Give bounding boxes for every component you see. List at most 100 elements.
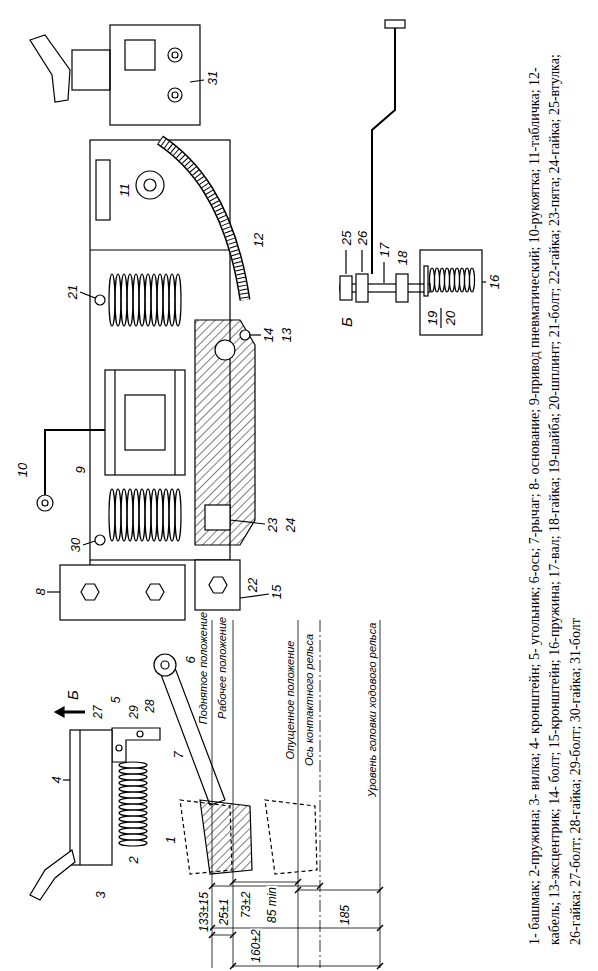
base-plate — [47, 591, 60, 592]
top-handle — [30, 35, 110, 102]
coil-spring — [109, 274, 115, 326]
dimension-value: 25±1 — [218, 898, 230, 927]
terminal-block — [125, 40, 155, 70]
dimension-line — [377, 963, 383, 969]
callout-number: 24 — [284, 517, 297, 533]
coil-spring — [119, 804, 147, 810]
callout-number: 5 — [110, 696, 122, 705]
coil-spring — [119, 810, 147, 816]
bolt — [95, 295, 105, 305]
coil-spring — [119, 780, 147, 786]
coil-spring — [109, 489, 115, 541]
view-b — [383, 262, 384, 283]
callout-number: 9 — [74, 465, 87, 474]
dimension-line — [230, 963, 236, 969]
coil-spring — [139, 274, 145, 326]
view-b — [482, 281, 486, 282]
coil-spring — [151, 274, 157, 326]
terminal-block — [110, 25, 200, 125]
dimension-line — [209, 883, 215, 889]
level-lines — [380, 620, 381, 968]
dimension-line — [295, 887, 301, 893]
base-plate — [146, 584, 164, 600]
shoe-section — [195, 320, 265, 545]
level-lines — [212, 620, 380, 968]
terminal-block — [172, 92, 178, 98]
callout-number: 8 — [34, 587, 47, 596]
bracket — [195, 560, 240, 610]
angle-bracket — [137, 731, 143, 737]
dimension-line — [230, 932, 236, 938]
callout-number: 28 — [144, 698, 156, 713]
dimension-value: 85 min — [266, 886, 278, 924]
coil-spring — [119, 768, 147, 774]
terminal-block — [110, 25, 204, 125]
dimension-line — [233, 882, 298, 883]
coil-spring — [119, 762, 147, 768]
dimension-line — [230, 879, 236, 885]
handle-rod — [42, 500, 48, 506]
shoe — [180, 800, 317, 874]
coil-spring — [163, 274, 169, 326]
coil-spring — [163, 489, 169, 541]
coil-spring — [145, 274, 151, 326]
coil-spring — [435, 268, 440, 292]
view-letter: Б — [339, 316, 354, 328]
callout-number: 11 — [118, 182, 131, 198]
dimension-value: 185 — [339, 904, 351, 926]
bolt — [80, 292, 95, 298]
terminal-block — [190, 80, 204, 82]
dimension-line — [233, 966, 380, 967]
coil-spring — [465, 268, 470, 292]
base-frame — [136, 171, 164, 199]
pneumatic-actuator — [125, 395, 165, 450]
base-plate — [47, 565, 185, 620]
coil-spring — [145, 489, 151, 541]
coil-spring — [460, 268, 465, 292]
view-b — [345, 250, 346, 274]
fork — [30, 850, 75, 900]
callout-number: 25 — [340, 230, 353, 246]
section-mark — [55, 707, 64, 717]
bracket-body — [63, 779, 70, 780]
shoe — [200, 800, 252, 874]
bracket — [209, 577, 227, 593]
callout-number: 16 — [488, 274, 501, 290]
drawing — [30, 20, 486, 969]
section-mark — [55, 707, 85, 717]
callout-number: 14 — [262, 327, 275, 343]
level-lines — [212, 620, 213, 968]
coil-spring — [133, 489, 139, 541]
axle — [154, 654, 176, 676]
bracket-body — [70, 730, 112, 865]
view-b — [340, 20, 486, 335]
callout-number: 4 — [50, 775, 63, 784]
shoe-section — [230, 520, 265, 524]
callout-number: 7 — [172, 750, 185, 759]
bolt — [95, 535, 105, 545]
callout-number: 1 — [164, 835, 177, 844]
handle-rod — [37, 430, 105, 511]
coil-spring — [121, 274, 127, 326]
callout-number: 20 — [444, 310, 457, 326]
terminal-block — [172, 52, 178, 58]
view-b — [340, 284, 430, 292]
axle — [161, 661, 169, 669]
dimension-value: 133±15 — [198, 891, 210, 933]
view-b — [372, 28, 395, 274]
callout-number: 6 — [184, 655, 197, 664]
fork — [30, 850, 75, 900]
coil-spring — [169, 274, 175, 326]
coil-spring — [440, 268, 445, 292]
level-lines — [298, 620, 299, 968]
handle-rod — [45, 430, 105, 495]
axle — [154, 654, 176, 676]
base-plate — [81, 584, 99, 600]
dimension-line — [212, 935, 233, 936]
top-handle — [30, 35, 70, 102]
callout-number: 29 — [128, 704, 140, 719]
coil-spring — [470, 268, 475, 292]
coil-spring — [455, 268, 460, 292]
